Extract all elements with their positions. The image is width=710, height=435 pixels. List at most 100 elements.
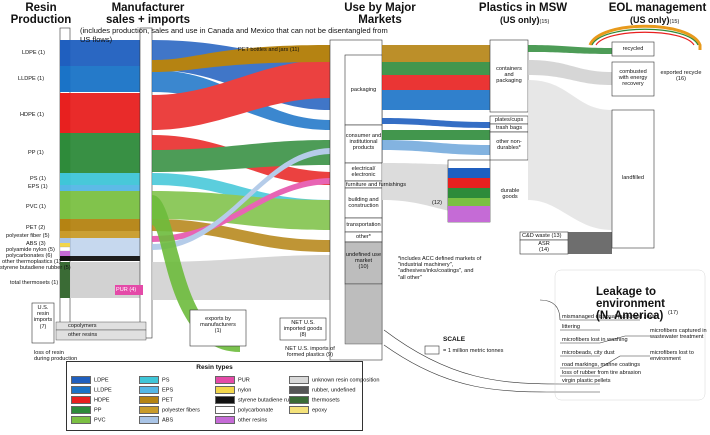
resin-label: HDPE (1) bbox=[20, 112, 44, 118]
asr-label: ASR (14) bbox=[538, 241, 550, 254]
legend-label: PUR bbox=[238, 377, 250, 384]
legend-swatch bbox=[215, 386, 235, 394]
leakage-right: microfibers lost to environment bbox=[650, 350, 694, 362]
header-leakage-ref: (17) bbox=[668, 310, 678, 316]
legend-label: polyester fibers bbox=[162, 407, 200, 414]
markets-footnote: *includes ACC defined markets of "indust… bbox=[398, 256, 482, 281]
msw-plates: plates/cups bbox=[494, 117, 524, 123]
legend-item: LDPE bbox=[71, 376, 109, 384]
market-other: other* bbox=[356, 234, 371, 240]
loss-label: loss of resin during production bbox=[34, 350, 78, 363]
legend-item: PVC bbox=[71, 416, 106, 424]
pur-label: PUR (4) bbox=[116, 287, 137, 293]
resin-label: polycarbonates (6) bbox=[6, 253, 53, 259]
legend-item: styrene butadiene rubber bbox=[215, 396, 300, 404]
leakage-right: microfibers captured in wastewater treat… bbox=[650, 328, 707, 340]
resin-label: styrene butadiene rubber (5) bbox=[0, 265, 71, 271]
header-manufacturer: Manufacturer sales + imports bbox=[105, 2, 191, 26]
legend-swatch bbox=[139, 416, 159, 424]
msw-sub: (US only) bbox=[500, 15, 540, 25]
pet-bottles-flow bbox=[152, 45, 330, 72]
legend-swatch bbox=[71, 416, 91, 424]
legend-item: epoxy bbox=[289, 406, 327, 414]
resin-label: EPS (1) bbox=[28, 184, 48, 190]
legend-item: PS bbox=[139, 376, 169, 384]
market-electrical: electrical/ electronic bbox=[351, 166, 376, 179]
leakage-lines bbox=[383, 299, 650, 393]
legend-label: EPS bbox=[162, 387, 174, 394]
copolymers-label: copolymers bbox=[68, 323, 97, 329]
legend-swatch bbox=[289, 376, 309, 384]
resin-production-column bbox=[59, 27, 71, 329]
msw-ref: (15) bbox=[539, 19, 550, 25]
leakage-item: mismanaged disposal (assumed zero) bbox=[562, 314, 657, 320]
legend-swatch bbox=[139, 386, 159, 394]
legend-label: PP bbox=[94, 407, 102, 414]
msw-containers: containers and packaging bbox=[496, 66, 522, 85]
net-formed-label: NET U.S. imports of formed plastics (9) bbox=[285, 346, 335, 359]
scale-text: = 1 million metric tonnes bbox=[443, 348, 504, 354]
legend-label: nylon bbox=[238, 387, 252, 394]
msw-durable: durable goods bbox=[500, 188, 520, 201]
msw-other-nondurables: other non- durables* bbox=[496, 139, 522, 152]
legend-swatch bbox=[139, 406, 159, 414]
legend-label: PS bbox=[162, 377, 170, 384]
scale-title: SCALE bbox=[443, 336, 466, 343]
legend-label: PVC bbox=[94, 417, 106, 424]
scale-box bbox=[424, 345, 440, 355]
header-resin-production: Resin Production bbox=[10, 2, 72, 26]
msw-trash-bags: trash bags bbox=[495, 125, 523, 131]
resin-label: PVC (1) bbox=[26, 204, 46, 210]
header-eol: EOL management bbox=[608, 2, 707, 14]
eol-combusted: combusted with energy recovery bbox=[618, 69, 648, 88]
eol-ref: (15) bbox=[669, 19, 680, 25]
legend-label: epoxy bbox=[312, 407, 327, 414]
legend-item: PET bbox=[139, 396, 173, 404]
legend-label: other resins bbox=[238, 417, 268, 424]
legend-label: LDPE bbox=[94, 377, 109, 384]
msw-to-eol-flows bbox=[528, 45, 612, 254]
market-consumer: consumer and institutional products bbox=[345, 133, 382, 152]
legend-item: other resins bbox=[215, 416, 267, 424]
legend-item: nylon bbox=[215, 386, 251, 394]
resin-label: PET (2) bbox=[26, 225, 46, 231]
legend-item: PP bbox=[71, 406, 101, 414]
leakage-region bbox=[554, 269, 706, 401]
legend-label: unknown resin composition bbox=[312, 377, 380, 384]
header-use-by-markets: Use by Major Markets bbox=[344, 2, 416, 26]
msw-column bbox=[447, 39, 569, 255]
resin-label: LLDPE (1) bbox=[18, 76, 45, 82]
left-boxes bbox=[31, 302, 327, 347]
recycle-loop bbox=[588, 24, 702, 50]
leakage-item: road markings, marine coatings bbox=[562, 362, 641, 368]
legend-item: PUR bbox=[215, 376, 250, 384]
market-undefined: undefined use market (10) bbox=[345, 252, 382, 271]
twelve-label: (12) bbox=[432, 200, 442, 206]
legend-item: unknown resin composition bbox=[289, 376, 379, 384]
resin-label: total thermosets (1) bbox=[10, 280, 59, 286]
leakage-item: littering bbox=[562, 324, 581, 330]
market-transportation: transportation bbox=[346, 222, 381, 228]
us-imports-label: U.S. resin imports (7) bbox=[33, 305, 53, 330]
leakage-item: loss of rubber from tire abrasion bbox=[562, 370, 641, 376]
legend-swatch bbox=[289, 386, 309, 394]
pur-box bbox=[115, 285, 143, 295]
legend-swatch bbox=[71, 406, 91, 414]
legend-title: Resin types bbox=[196, 364, 233, 371]
header-manufacturer-note: (includes production, sales and use in C… bbox=[80, 26, 388, 44]
legend-label: HDPE bbox=[94, 397, 110, 404]
legend-swatch bbox=[215, 376, 235, 384]
header-plastics-msw: Plastics in MSW bbox=[478, 2, 568, 14]
exported-recycle-label: exported recycle (16) bbox=[660, 70, 702, 83]
leakage-item: microbeads, city dust bbox=[562, 350, 615, 356]
legend-item: polycarbonate bbox=[215, 406, 273, 414]
legend-item: thermosets bbox=[289, 396, 340, 404]
market-column bbox=[329, 39, 383, 361]
resin-label: PS (1) bbox=[30, 176, 46, 182]
header-plastics-msw-sub: (US only)(15) bbox=[500, 15, 549, 25]
leakage-item: virgin plastic pellets bbox=[562, 378, 611, 384]
cd-waste-label: C&D waste (13) bbox=[522, 233, 562, 239]
leakage-item: microfibers lost in washing bbox=[562, 337, 628, 343]
